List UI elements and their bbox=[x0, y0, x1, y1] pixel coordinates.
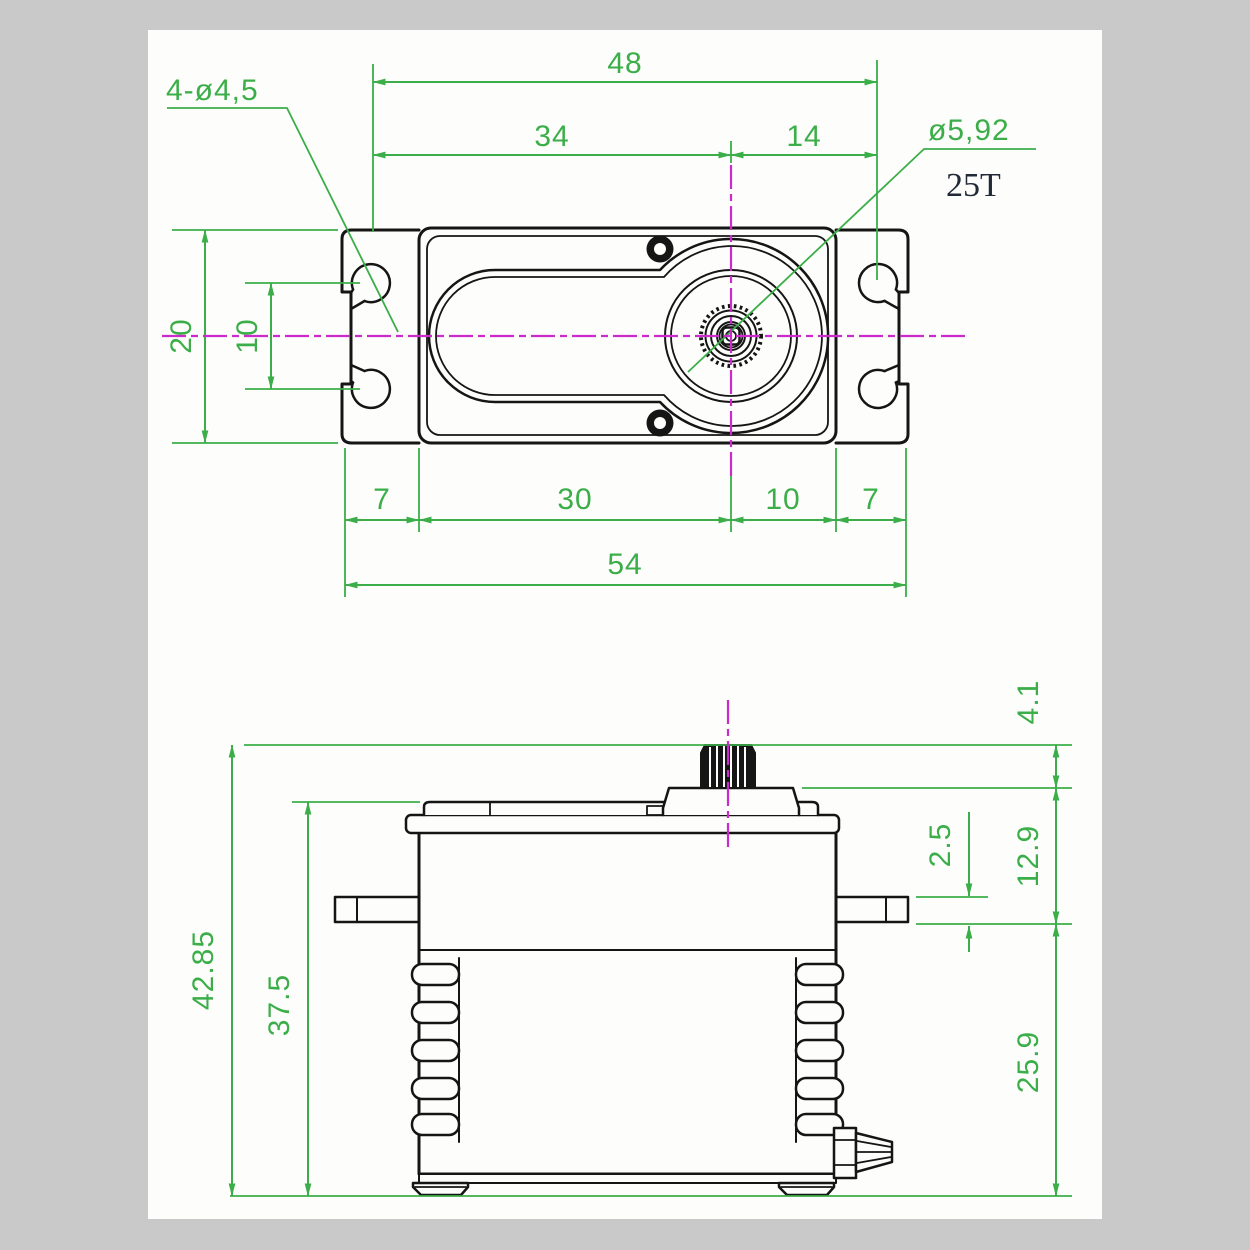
cooling-fins-left bbox=[410, 962, 461, 1137]
dim-4-1: 4.1 bbox=[1012, 680, 1045, 725]
servo-body-side-outline bbox=[417, 830, 838, 1176]
dim-14: 14 bbox=[786, 120, 821, 153]
foot-right bbox=[777, 1181, 836, 1197]
dim-30: 30 bbox=[557, 483, 592, 516]
mount-hole-top-right bbox=[857, 262, 899, 304]
dim-34: 34 bbox=[534, 120, 569, 153]
spline-boss-plate bbox=[661, 786, 801, 817]
dim-54: 54 bbox=[607, 548, 642, 581]
leader-spline-diameter bbox=[687, 148, 1036, 373]
case-screw-bottom bbox=[646, 409, 674, 437]
leader-mounting-holes bbox=[167, 107, 399, 333]
dim-25-9: 25.9 bbox=[1012, 1031, 1045, 1093]
top-view: 48 34 14 4-ø4,5 ø5,92 25T 20 10 bbox=[162, 47, 1036, 597]
side-view-dimensions: 42.85 37.5 4.1 12.9 25.9 2.5 bbox=[187, 680, 1072, 1197]
mount-hole-bottom-right bbox=[857, 368, 899, 410]
dim-10-body: 10 bbox=[765, 483, 800, 516]
dim-48: 48 bbox=[607, 47, 642, 80]
dim-42-85: 42.85 bbox=[187, 930, 220, 1010]
gearbox-boss-inner bbox=[435, 245, 823, 427]
mounting-tab-left bbox=[333, 895, 421, 924]
foot-left bbox=[411, 1181, 470, 1197]
callout-spline-teeth: 25T bbox=[946, 167, 1001, 204]
callout-spline-diameter: ø5,92 bbox=[928, 114, 1010, 147]
cap-flange-plate bbox=[404, 813, 841, 835]
dim-12-9: 12.9 bbox=[1012, 825, 1045, 887]
case-screw-top bbox=[646, 235, 674, 263]
wire-grommet bbox=[832, 1126, 894, 1180]
cooling-fins-right bbox=[794, 962, 845, 1137]
dim-7-left: 7 bbox=[373, 483, 391, 516]
dim-7-right: 7 bbox=[862, 483, 880, 516]
base-plate bbox=[418, 1173, 837, 1184]
mount-hole-bottom-left bbox=[350, 368, 392, 410]
mount-hole-top-left bbox=[350, 262, 392, 304]
top-view-dimensions: 48 34 14 4-ø4,5 ø5,92 25T 20 10 bbox=[165, 47, 1036, 597]
spline-teeth-ring bbox=[699, 304, 763, 368]
wire-line bbox=[856, 1140, 892, 1148]
dim-37-5: 37.5 bbox=[263, 974, 296, 1036]
side-view: 42.85 37.5 4.1 12.9 25.9 2.5 bbox=[187, 680, 1072, 1197]
dim-2-5: 2.5 bbox=[924, 823, 957, 868]
callout-mounting-holes: 4-ø4,5 bbox=[166, 74, 259, 107]
wire-line bbox=[856, 1156, 892, 1164]
mounting-tab-right bbox=[834, 895, 910, 924]
